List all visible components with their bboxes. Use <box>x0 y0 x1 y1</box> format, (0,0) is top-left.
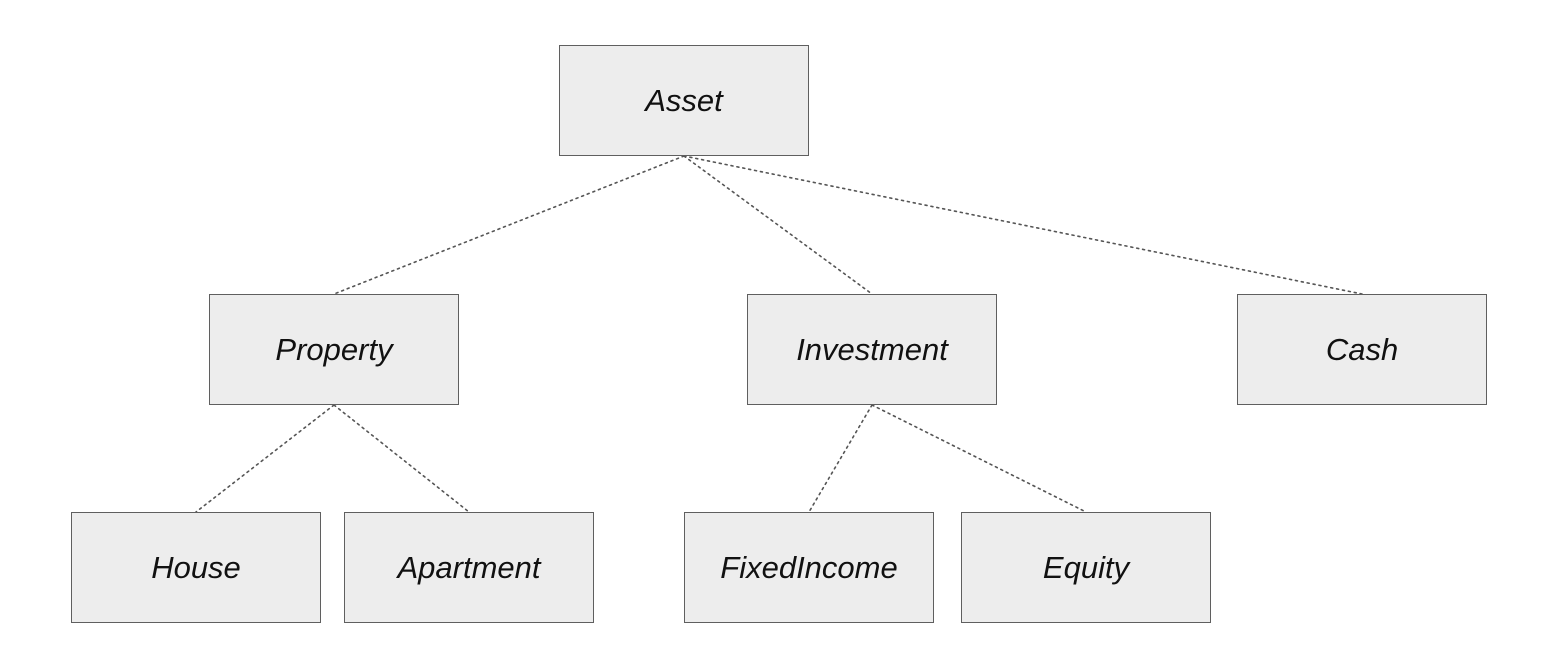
node-apartment-label: Apartment <box>397 549 541 585</box>
node-apartment: Apartment <box>344 512 594 623</box>
node-house-label: House <box>151 549 241 585</box>
node-property-label: Property <box>275 331 393 367</box>
node-equity: Equity <box>961 512 1211 623</box>
edge-property-apartment <box>333 404 470 513</box>
node-cash: Cash <box>1237 294 1487 405</box>
node-investment-label: Investment <box>796 331 948 367</box>
edge-asset-cash <box>683 155 1363 295</box>
edge-asset-property <box>333 155 685 295</box>
edge-investment-fixedincome <box>808 404 873 513</box>
node-asset: Asset <box>559 45 809 156</box>
node-asset-label: Asset <box>645 82 723 118</box>
edge-asset-investment <box>683 155 873 295</box>
node-investment: Investment <box>747 294 997 405</box>
node-cash-label: Cash <box>1325 331 1399 367</box>
node-equity-label: Equity <box>1042 549 1130 585</box>
edge-property-house <box>195 404 335 513</box>
node-property: Property <box>209 294 459 405</box>
node-fixedincome-label: FixedIncome <box>720 549 898 585</box>
edge-investment-equity <box>871 404 1087 513</box>
node-house: House <box>71 512 321 623</box>
node-fixedincome: FixedIncome <box>684 512 934 623</box>
